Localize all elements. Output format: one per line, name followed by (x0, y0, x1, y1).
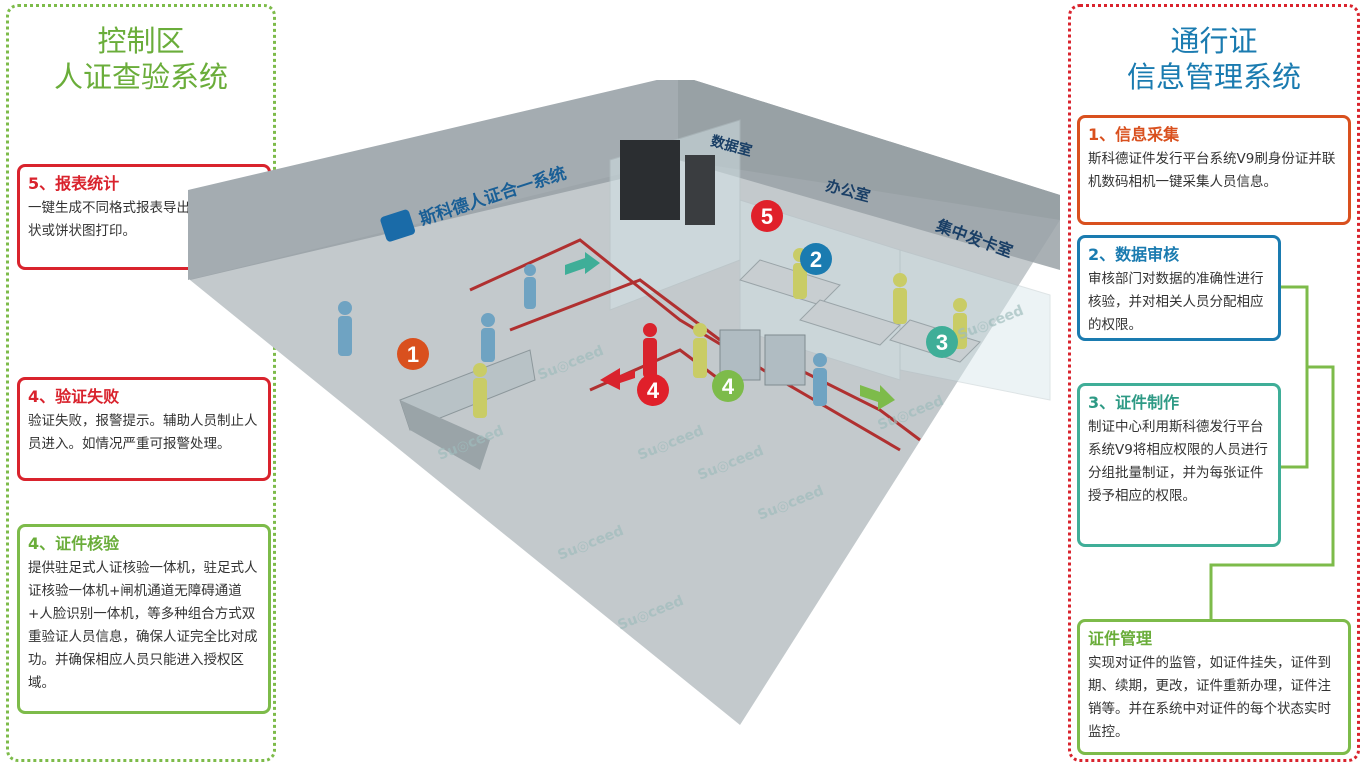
server-rack (620, 140, 680, 220)
pass-arrow (860, 385, 895, 410)
left-panel-title-line2: 人证查验系统 (53, 60, 228, 94)
id-verify-title: 4、证件核验 (28, 534, 120, 553)
card-desk (799, 299, 901, 346)
server-rack (685, 155, 715, 225)
card-making-box: 3、证件制作 制证中心利用斯科德发行平台系统V9将相应权限的人员进行分组批量制证… (1077, 383, 1281, 547)
staff-figures (338, 264, 827, 406)
card-management-title: 证件管理 (1088, 629, 1153, 648)
info-collect-title: 1、信息采集 (1088, 125, 1180, 144)
data-audit-box: 2、数据审核 审核部门对数据的准确性进行核验，并对相关人员分配相应的权限。 (1077, 235, 1281, 341)
right-wall (678, 80, 1060, 270)
marker-5-label: 5 (761, 204, 773, 229)
id-verify-text: 提供驻足式人证核验一体机，驻足式人证核验一体机+闸机通道无障碍通道+人脸识别一体… (28, 560, 258, 691)
back-wall (188, 80, 678, 280)
queue-rope (509, 278, 721, 342)
verify-fail-title: 4、验证失败 (28, 387, 120, 406)
info-collect-box: 1、信息采集 斯科德证件发行平台系统V9刷身份证并联机数码相机一键采集人员信息。 (1077, 115, 1351, 225)
marker-3-label: 3 (936, 330, 948, 355)
marker-4-fail-circle (637, 374, 669, 406)
id-verify-box: 4、证件核验 提供驻足式人证核验一体机，驻足式人证核验一体机+闸机通道无障碍通道… (17, 524, 271, 714)
verify-fail-text: 验证失败，报警提示。辅助人员制止人员进入。如情况严重可报警处理。 (28, 413, 258, 452)
marker-2-label: 2 (810, 247, 822, 272)
marker-4-fail-label: 4 (647, 378, 660, 403)
report-stats-title: 5、报表统计 (28, 174, 120, 193)
facility-scene: 斯科德人证合一系统 数据室 办公室 集中发卡室 Su◎ceed Su◎ceed … (188, 80, 1060, 725)
rejected-figure (643, 323, 657, 378)
pass-management-panel: 通行证 信息管理系统 1、信息采集 斯科德证件发行平台系统V9刷身份证并联机数码… (1068, 4, 1360, 762)
marker-2-circle (800, 243, 832, 275)
data-audit-title: 2、数据审核 (1088, 245, 1180, 264)
marker-3-circle (926, 326, 958, 358)
data-audit-text: 审核部门对数据的准确性进行核验，并对相关人员分配相应的权限。 (1088, 271, 1264, 333)
gate-machine (764, 334, 806, 386)
right-panel-title-line2: 信息管理系统 (1126, 60, 1301, 94)
left-panel-title-line1: 控制区 (97, 24, 185, 58)
reject-arrow (600, 368, 635, 390)
marker-1-circle (397, 338, 429, 370)
marker-4-fail: 4 (637, 374, 669, 406)
marker-1-label: 1 (407, 342, 419, 367)
card-management-box: 证件管理 实现对证件的监管，如证件挂失，证件到期、续期，更改，证件重新办理，证件… (1077, 619, 1351, 755)
info-collect-text: 斯科德证件发行平台系统V9刷身份证并联机数码相机一键采集人员信息。 (1088, 151, 1336, 190)
direction-arrow (565, 252, 600, 275)
marker-4-pass: 4 (712, 370, 744, 402)
card-making-text: 制证中心利用斯科德发行平台系统V9将相应权限的人员进行分组批量制证，并为每张证件… (1088, 419, 1268, 504)
marker-3: 3 (926, 326, 958, 358)
marker-4-pass-circle (712, 370, 744, 402)
marker-5: 5 (751, 200, 783, 232)
marker-1: 1 (397, 338, 429, 370)
reception-desk-top (399, 349, 536, 431)
marker-4-pass-label: 4 (722, 374, 735, 399)
card-management-text: 实现对证件的监管，如证件挂失，证件到期、续期，更改，证件重新办理，证件注销等。并… (1088, 655, 1331, 740)
card-making-title: 3、证件制作 (1088, 393, 1180, 412)
marker-2: 2 (800, 243, 832, 275)
marker-5-circle (751, 200, 783, 232)
verify-fail-box: 4、验证失败 验证失败，报警提示。辅助人员制止人员进入。如情况严重可报警处理。 (17, 377, 271, 481)
floor (190, 85, 1060, 725)
reception-desk-front (400, 400, 490, 470)
right-panel-title-line1: 通行证 (1170, 24, 1258, 58)
connector-lines (1209, 285, 1335, 619)
